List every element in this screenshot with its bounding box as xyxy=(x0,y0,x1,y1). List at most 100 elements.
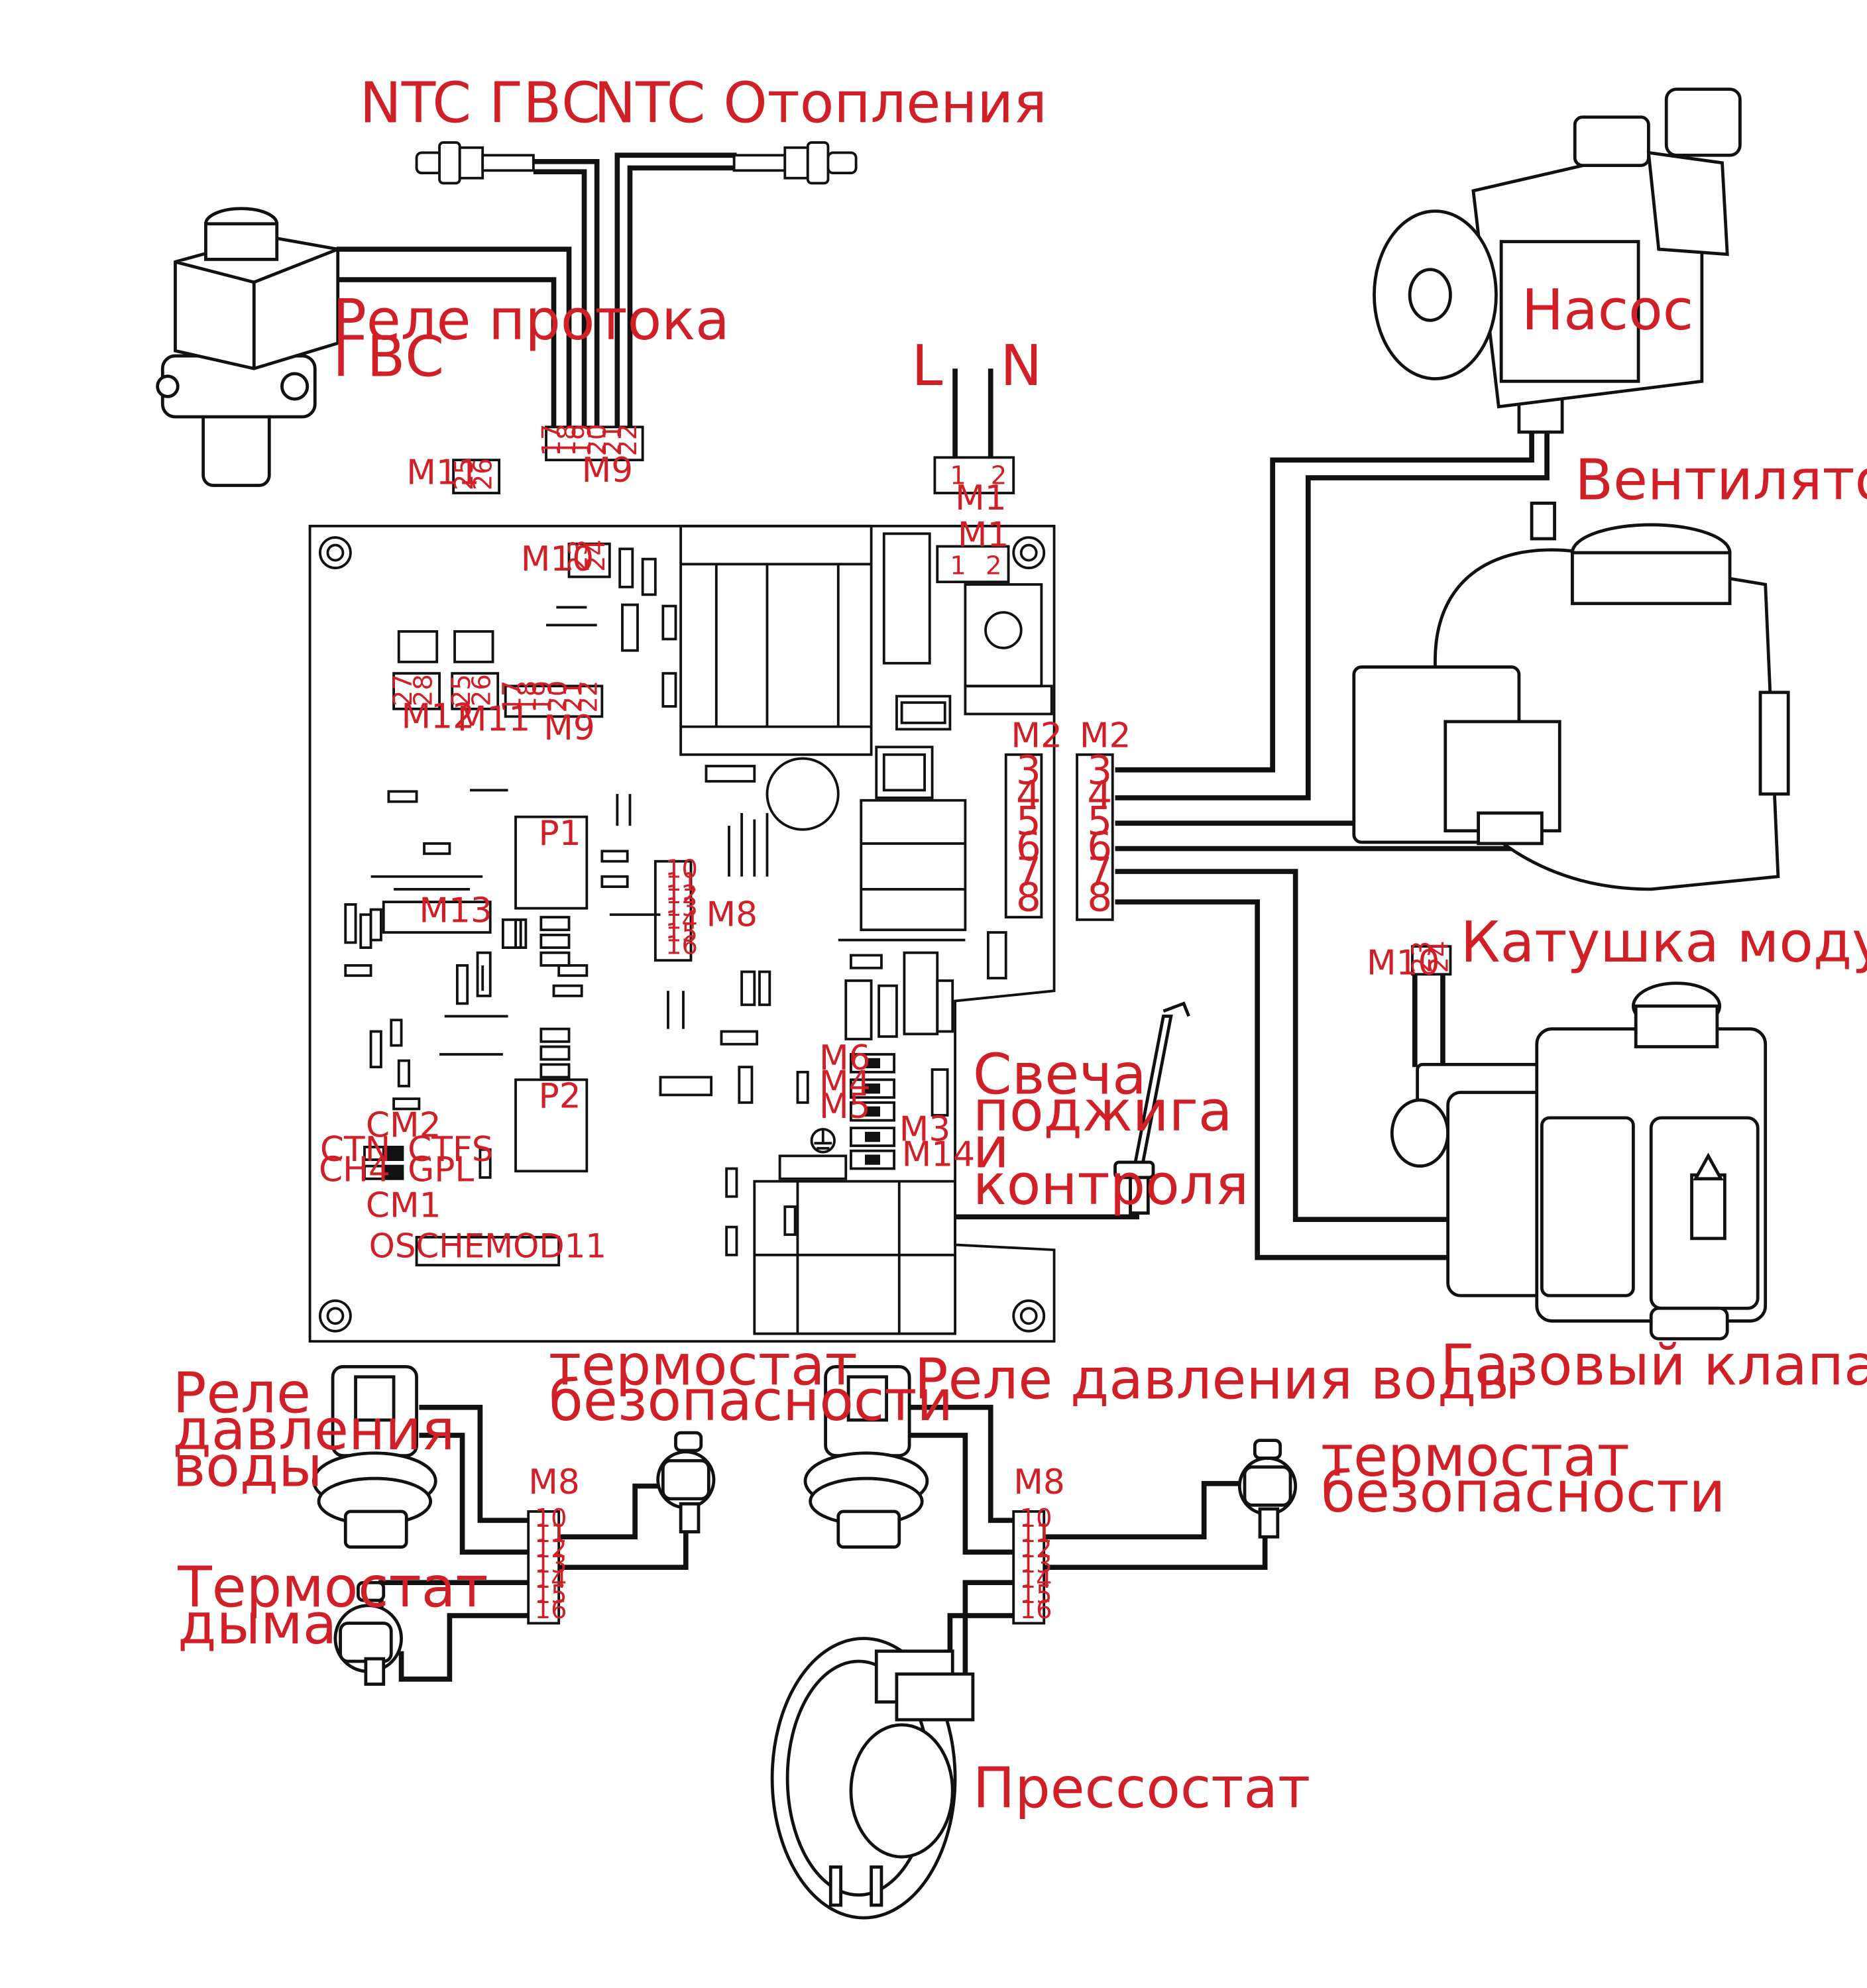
connector-label-m1-ext: M1 xyxy=(955,478,1007,518)
pin-label: 10 xyxy=(1020,1504,1052,1533)
pin-label: 26 xyxy=(469,458,498,490)
connector-label-m3: M3 xyxy=(899,1109,951,1149)
connector-label-m6: M6 xyxy=(819,1038,871,1078)
pin-label: 22 xyxy=(613,424,643,457)
pin-label: 18 xyxy=(552,424,582,457)
pin-label: 2 xyxy=(986,551,1001,581)
board-spade-connectors xyxy=(850,1053,896,1170)
pressostat-drawing xyxy=(770,1637,975,1920)
label-phase-l: L xyxy=(911,333,942,398)
external-connectors xyxy=(452,425,1452,1625)
m8-plug-right xyxy=(1012,1510,1046,1625)
connector-label-m9-ext: M9 xyxy=(582,451,634,490)
jumpers xyxy=(363,1146,404,1180)
pin-label: 12 xyxy=(665,880,698,910)
connector-label-m1-board: M1 xyxy=(958,515,1009,555)
connector-label-cm2: CM2 xyxy=(366,1106,441,1146)
board-connector-M12 xyxy=(392,672,441,710)
pin-label: 13 xyxy=(1020,1549,1052,1579)
pin-label: 7 xyxy=(1087,850,1112,895)
label-phase-n: N xyxy=(1000,333,1042,398)
pin-label: 17 xyxy=(537,424,567,457)
m2-plug xyxy=(1076,753,1114,921)
pin-label: 11 xyxy=(535,1519,567,1549)
connector-label-m12: M12 xyxy=(402,697,475,737)
board-connector-M11 xyxy=(451,672,500,710)
connector-label-m11-board: M11 xyxy=(457,699,530,739)
m1-plug xyxy=(933,456,1015,494)
board-code: OSCHEMOD11 xyxy=(369,1227,606,1266)
pin-label: 17 xyxy=(498,681,528,713)
connector-label-m13: M13 xyxy=(419,891,492,931)
connector-label-m10-ext: M10 xyxy=(1367,943,1440,983)
fan-drawing xyxy=(1352,501,1790,891)
label-smoke-thermostat-1: Термостат xyxy=(177,1555,488,1620)
water-pressure-relay-right xyxy=(803,1365,929,1549)
pin-labels: 17 18 19 20 21 22 17 18 19 20 21 22 25 2… xyxy=(388,424,1455,1625)
board-connector-M8 xyxy=(653,859,693,962)
label-relay-flow-2: ГВС xyxy=(333,325,444,390)
pin-label: 16 xyxy=(535,1595,567,1625)
pin-label: 18 xyxy=(513,681,543,713)
pin-label: 5 xyxy=(1087,799,1112,845)
board-connector-M1 xyxy=(936,545,1010,584)
connector-labels: M11 M9 M1 M1 M10 M12 M11 M9 M2 M2 P1 M13… xyxy=(319,451,1440,1502)
label-water-pressure-left-2: давления xyxy=(173,1398,455,1463)
board-components xyxy=(344,524,1053,1335)
label-ignition-2: поджига xyxy=(973,1079,1233,1144)
pin-label: 25 xyxy=(449,458,479,490)
pin-label: 8 xyxy=(1016,875,1041,920)
label-modulation-coil: Катушка модуляции xyxy=(1461,910,1867,975)
wires xyxy=(336,152,1550,1683)
pin-label: 3 xyxy=(1016,748,1041,794)
pin-label: 19 xyxy=(567,424,597,457)
jumper-label-ctn: CTN xyxy=(320,1130,390,1170)
component-labels: NTC ГВС NTC Отопления Реле протока ГВС Н… xyxy=(173,70,1867,1820)
safety-thermostat-left xyxy=(656,1431,716,1533)
connector-label-m10-board: M10 xyxy=(521,539,594,579)
pin-label: 1 xyxy=(950,461,966,491)
pin-label: 8 xyxy=(1087,875,1112,920)
label-ignition-3: и xyxy=(973,1116,1009,1181)
connector-label-cm1: CM1 xyxy=(366,1186,441,1225)
pin-label: 5 xyxy=(1016,799,1041,845)
pin-label: 13 xyxy=(665,893,698,922)
smoke-thermostat xyxy=(333,1580,403,1686)
pin-label: 12 xyxy=(1020,1534,1052,1564)
connector-label-m2-board: M2 xyxy=(1011,716,1062,755)
label-smoke-thermostat-2: дыма xyxy=(178,1592,337,1657)
label-pressostat: Прессостат xyxy=(973,1755,1310,1820)
pin-label: 23 xyxy=(563,539,593,572)
ignition-electrode-drawing xyxy=(1113,1001,1190,1215)
pin-label: 10 xyxy=(535,1504,567,1533)
mounting-holes xyxy=(318,536,1046,1333)
pin-label: 15 xyxy=(665,918,698,948)
pin-label: 7 xyxy=(1016,850,1041,895)
jumper-label-ch4: CH4 xyxy=(319,1150,390,1190)
label-water-pressure-left-3: воды xyxy=(173,1435,323,1500)
connector-label-m5: M5 xyxy=(819,1087,871,1127)
pin-label: 13 xyxy=(535,1549,567,1579)
pin-label: 21 xyxy=(598,424,628,457)
connector-label-m2-ext: M2 xyxy=(1080,716,1131,755)
pin-label: 20 xyxy=(583,424,612,457)
pin-label: 21 xyxy=(559,681,589,713)
pin-label: 15 xyxy=(535,1580,567,1610)
label-fan: Вентилятор xyxy=(1575,448,1867,513)
label-ntc-heating: NTC Отопления xyxy=(594,70,1047,135)
pin-label: 12 xyxy=(535,1534,567,1564)
connector-label-m8-board: M8 xyxy=(706,895,758,934)
board-connector-M2 xyxy=(1004,753,1043,918)
pin-label: 24 xyxy=(581,539,611,572)
ntc-heating-probe xyxy=(732,141,858,185)
label-safety-thermostat-right-2: безопасности xyxy=(1321,1460,1725,1525)
pin-label: 19 xyxy=(528,681,558,713)
water-pressure-relay-left xyxy=(311,1365,437,1549)
jumper-label-gpl: GPL xyxy=(408,1150,474,1190)
label-pump: Насос xyxy=(1522,278,1693,343)
connector-label-m8-right: M8 xyxy=(1013,1463,1065,1502)
label-gas-valve: Газовый клапан xyxy=(1440,1333,1867,1398)
board-connector-M9 xyxy=(504,685,604,718)
pin-label: 26 xyxy=(467,674,497,706)
connector-label-p1: P1 xyxy=(539,814,581,854)
